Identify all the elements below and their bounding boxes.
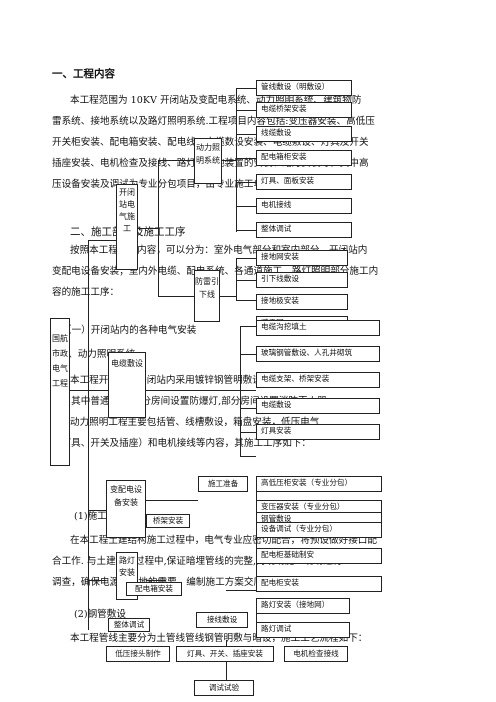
sub-heading: (2)钢管敷设 <box>74 609 126 620</box>
connector-line <box>158 296 194 297</box>
text-line: 按照本工程施工内容，可以分为：室外电气部分和室内部分，开闭站内 <box>70 245 368 256</box>
process-step: 灯具、面板安装 <box>256 174 352 190</box>
text-line: 本工程开闭站内开闭站内采用镀锌钢管明敷设，导线采用铜芯绝缘导 <box>70 375 358 386</box>
connector-line <box>146 390 256 391</box>
process-step: 配电柜安装 <box>256 576 382 592</box>
connector-line <box>240 408 256 409</box>
process-step: 高低压柜安装（专业分包） <box>256 476 382 492</box>
process-step: 配电箱柜安装 <box>256 150 352 166</box>
section-heading: 一、工程内容 <box>52 68 115 80</box>
process-step: 设备调试（专业分包） <box>256 522 382 538</box>
connector-line <box>240 326 256 327</box>
process-step: 引下线敷设 <box>256 272 348 288</box>
text-line: 线，其中普通灯具,部分房间设置防爆灯,部分房间设置消防灭火器。 <box>52 396 337 407</box>
connector-line <box>236 110 256 111</box>
trunk-line <box>88 240 89 630</box>
connector-line <box>256 602 257 628</box>
connector-line <box>158 160 194 161</box>
connector-line <box>236 88 237 232</box>
connector-line <box>226 640 227 688</box>
text-line: 容的施工工序： <box>52 287 120 298</box>
node-tray: 桥架安装 <box>146 514 190 528</box>
process-step: 接地极安装 <box>256 294 348 310</box>
process-step: 接地网安装 <box>256 250 348 266</box>
sub-heading: 1、动力照明系统 <box>62 349 136 360</box>
branch-node-transformer: 变配电设备安装 <box>106 480 146 538</box>
process-step: 线缆敷设 <box>256 126 352 142</box>
connector-line <box>236 206 256 207</box>
text-line: 雷系统、接地系统以及路灯照明系统.工程项目内容包括:变压器安装、高低压 <box>52 116 375 127</box>
process-step: 低压接头制作 <box>106 646 170 662</box>
process-step: 电机接线 <box>256 198 352 214</box>
connector-line <box>236 88 256 89</box>
connector-line <box>88 510 106 511</box>
process-step: 电缆沟挖填土 <box>256 320 380 336</box>
node-cabinet: 配电箱安装 <box>126 582 182 596</box>
connector-line <box>240 326 241 456</box>
process-step: 整体调试 <box>256 222 352 238</box>
node-wire: 接线敷设 <box>196 612 248 628</box>
connector-line <box>88 580 106 581</box>
sub-heading: （一）开闭站内的各种电气安装 <box>62 325 197 336</box>
connector-line <box>240 456 256 457</box>
process-step: 电机检查接线 <box>284 646 348 662</box>
connector-line <box>138 228 158 229</box>
sub-heading: (1)施工准备 <box>74 511 126 522</box>
text-line: 本工程范围为 10KV 开闭站及变配电系统、动力照明系统、建筑物防 <box>70 95 362 106</box>
process-step: 灯具安装 <box>256 424 380 440</box>
root-node: 国航市政电气工程 <box>50 318 70 466</box>
connector-line <box>240 432 256 433</box>
process-step: 玻璃钢管敷设、人孔井砌筑 <box>256 346 380 362</box>
process-step: 配电柜基础制安 <box>256 548 382 564</box>
connector-line <box>158 160 159 296</box>
process-step: 路灯安装（接地网） <box>256 598 350 614</box>
connector-line <box>236 258 256 259</box>
connector-line <box>146 580 166 581</box>
branch-node-substation: 开闭站电气施工 <box>116 184 138 270</box>
branch-node-power-lighting: 动力照明系统 <box>194 138 222 184</box>
node-prep: 施工准备 <box>198 476 248 492</box>
text-line: 压设备安装及调试为专业分包项目，由专业施工单位完成。 <box>52 179 302 190</box>
connector-line <box>240 354 256 355</box>
connector-line <box>88 240 116 241</box>
connector-line <box>236 182 256 183</box>
paragraph-pipe: 本工程管线主要分为土管线管线钢管明敷与暗设，施工工艺流程如下： <box>52 628 367 649</box>
text-line: 在本工程土建结构施工过程中，电气专业应密切配合，将预设做好接口配 <box>70 535 377 546</box>
paragraph-power: 本工程开闭站内开闭站内采用镀锌钢管明敷设，导线采用铜芯绝缘导 线，其中普通灯具,… <box>52 370 358 454</box>
text-line: 合工作. 与土建交接过程中,保证暗埋管线的完整,对现场施工现场进行 <box>52 556 343 567</box>
connector-line <box>236 230 256 231</box>
connector-line <box>236 134 256 135</box>
connector-line <box>220 296 236 297</box>
text-line: 动力照明工程主要包括管、线槽敷设，箱盘安装，低压电气 <box>70 417 320 428</box>
process-step: 电缆敷设 <box>256 398 380 414</box>
connector-line <box>236 280 256 281</box>
process-step: 管线敷设（明敷设） <box>256 80 352 96</box>
connector-line <box>236 258 237 300</box>
connector-line <box>226 590 256 591</box>
connector-line <box>146 500 198 501</box>
text-line: 本工程管线主要分为土管线管线钢管明敷与暗设，施工工艺流程如下： <box>70 633 368 644</box>
node-final-test: 调试试验 <box>194 680 254 696</box>
process-step: 电缆桥架安装 <box>256 102 352 118</box>
branch-node-cable: 电缆敷设 <box>108 352 146 418</box>
node-overall-test: 整体调试 <box>108 618 150 632</box>
process-step: 灯具、开关、插座安装 <box>176 646 274 662</box>
process-step: 路灯调试 <box>256 622 350 638</box>
connector-line <box>236 300 256 301</box>
connector-line <box>222 160 236 161</box>
branch-node-lightning: 防雷引下线 <box>194 270 220 322</box>
connector-line <box>88 390 108 391</box>
process-step: 电缆支架、桥架安装 <box>256 372 380 388</box>
text-line: （灯具、开关及插座）和电机接线等内容，其施工工序如下： <box>52 438 312 449</box>
connector-line <box>236 158 256 159</box>
